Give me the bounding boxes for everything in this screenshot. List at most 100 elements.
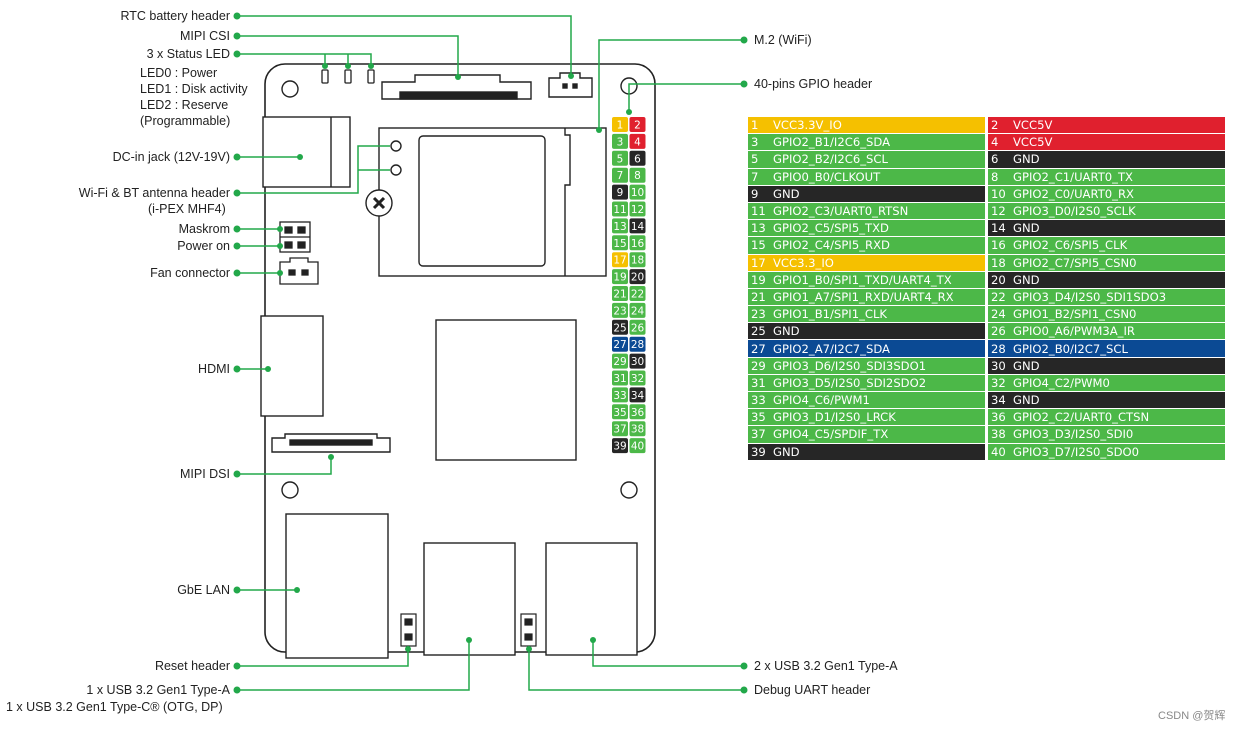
pin-name: GPIO2_C3/UART0_RTSN [773,204,909,219]
pin-number: 26 [991,324,1006,339]
header-pin-number: 36 [631,407,645,419]
pin-number: 20 [991,272,1006,287]
pin-name: GND [773,444,800,459]
pin-name: GND [1013,272,1040,287]
header-pin-number: 13 [613,221,626,233]
header-pin [612,184,628,200]
pin-number: 32 [991,375,1006,390]
header-pin-number: 24 [631,305,645,317]
m2-module [365,127,607,277]
header-pin [612,319,628,335]
header-pin [612,438,628,454]
pin-name: GPIO3_D5/I2S0_SDI2SDO2 [773,375,927,390]
pin-name: GPIO2_C4/SPI5_RXD [773,238,890,253]
header-pin-number: 28 [631,339,644,351]
label-mipi-dsi: MIPI DSI [179,467,230,481]
header-pin [629,336,646,352]
pin-number: 34 [991,393,1006,408]
header-pin [612,302,628,318]
watermark: CSDN @贺辉 [1158,710,1226,722]
label-usb-type-a-x2: 2 x USB 3.2 Gen1 Type-A [754,659,898,673]
header-pin [612,252,628,268]
label-dc-in-jack: DC-in jack (12V-19V) [112,150,230,164]
header-pin-number: 37 [613,424,626,436]
pin-number: 38 [991,427,1006,442]
header-pin [629,421,646,437]
pin-name: GND [1013,358,1040,373]
pin-name: VCC3.3V_IO [773,118,842,133]
usb-port-a [423,542,516,656]
pin-name: GPIO2_B2/I2C6_SCL [773,152,888,167]
pin-number: 13 [751,221,766,236]
gbe-lan-port [285,513,389,659]
label-gbe-lan: GbE LAN [177,583,230,597]
header-pin-number: 31 [613,373,626,385]
pin-number: 35 [751,410,766,425]
label-fan-connector: Fan connector [150,266,230,280]
pin-name: GPIO1_B1/SPI1_CLK [773,307,888,322]
header-pin-number: 17 [613,255,626,267]
pin-name: GPIO3_D6/I2S0_SDI3SDO1 [773,358,927,373]
pin-number: 16 [991,238,1006,253]
pin-name: GND [1013,152,1040,167]
pin-name: GPIO0_B0/CLKOUT [773,169,881,184]
pin-name: GPIO2_C6/SPI5_CLK [1013,238,1128,253]
header-pin [629,252,646,268]
pin-name: GPIO2_C1/UART0_TX [1013,169,1133,184]
status-leds [321,69,375,84]
pin-name: GPIO1_B0/SPI1_TXD/UART4_TX [773,272,952,287]
header-pin [612,218,628,234]
header-pin-number: 34 [631,390,645,402]
label-status-led-programmable: (Programmable) [140,114,231,128]
label-power-on: Power on [177,239,230,253]
header-pin [612,387,628,403]
pin-number: 6 [991,152,999,167]
header-pin-number: 10 [631,187,644,199]
header-pin-number: 19 [613,272,626,284]
header-pin [629,438,646,454]
label-reset-header: Reset header [154,659,230,673]
pin-number: 14 [991,221,1006,236]
pin-name: GPIO2_A7/I2C7_SDA [773,341,890,356]
pin-cell: 27 GPIO2_A7/I2C7_SDA [748,340,985,357]
pin-number: 12 [991,204,1006,219]
pin-number: 37 [751,427,766,442]
header-pin-number: 2 [634,120,641,132]
header-pin [612,133,628,149]
pin-number: 4 [991,135,999,150]
pin-name: GPIO4_C2/PWM0 [1013,375,1110,390]
pin-name: GPIO2_B1/I2C6_SDA [773,135,891,150]
pin-name: GPIO4_C5/SPDIF_TX [773,427,889,442]
header-pin-number: 30 [631,356,644,368]
header-pin [629,133,646,149]
header-pin [612,421,628,437]
header-pin-number: 16 [631,238,645,250]
pin-number: 9 [751,186,759,201]
label-antenna-ipex: (i-PEX MHF4) [148,202,226,216]
pin-number: 8 [991,169,999,184]
soc-chip [435,319,577,461]
pin-number: 31 [751,375,766,390]
header-pin [629,218,646,234]
pin-number: 27 [751,341,766,356]
pin-number: 21 [751,289,766,304]
label-status-led-title: 3 x Status LED [146,47,230,61]
